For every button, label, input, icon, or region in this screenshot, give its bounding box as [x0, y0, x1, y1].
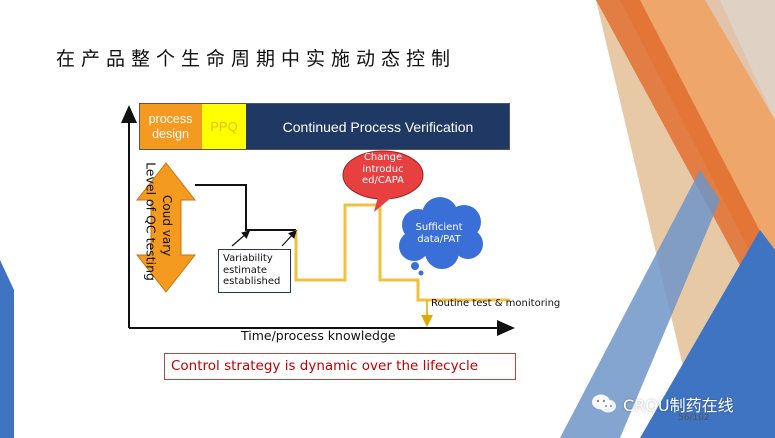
deco-gray-corner	[705, 0, 775, 120]
change-capa-label: Change introduc ed/CAPA	[362, 152, 404, 186]
could-vary-double-arrow	[135, 162, 197, 293]
page-number: 56/102	[678, 413, 710, 423]
wechat-icon	[592, 394, 616, 413]
phase-process-design: process design	[139, 103, 202, 150]
phase-ppq-label: PPQ	[210, 119, 238, 134]
could-vary-label: Coud vary	[160, 195, 174, 257]
lifecycle-banner: Control strategy is dynamic over the lif…	[164, 353, 516, 380]
variability-arrow-2	[281, 229, 297, 247]
design-step-line	[195, 184, 296, 231]
sufficient-data-label: Sufficient data/PAT	[415, 222, 463, 245]
phase-process-design-label: process design	[148, 111, 193, 141]
y-axis-label: Level of QC testing	[143, 162, 159, 281]
sufficient-data-cloud	[399, 197, 483, 276]
deco-blue-band-1	[560, 170, 720, 438]
variability-box: Variability estimate established	[218, 249, 291, 293]
phase-cpv: Continued Process Verification	[246, 103, 510, 150]
deco-left-blue	[0, 260, 14, 438]
phase-ppq: PPQ	[202, 103, 246, 150]
change-capa-cloud	[342, 150, 424, 212]
deco-blue-band-2	[640, 230, 775, 438]
slide-title: 在产品整个生命周期中实施动态控制	[56, 48, 457, 70]
deco-dark-orange-band	[596, 0, 775, 330]
x-axis-label: Time/process knowledge	[241, 328, 396, 343]
variability-arrow-1	[231, 230, 251, 247]
watermark-text: CROU制药在线	[623, 396, 734, 415]
routine-test-label: Routine test & monitoring	[431, 298, 561, 309]
watermark: CROU制药在线	[591, 392, 734, 416]
phase-cpv-label: Continued Process Verification	[282, 118, 474, 135]
